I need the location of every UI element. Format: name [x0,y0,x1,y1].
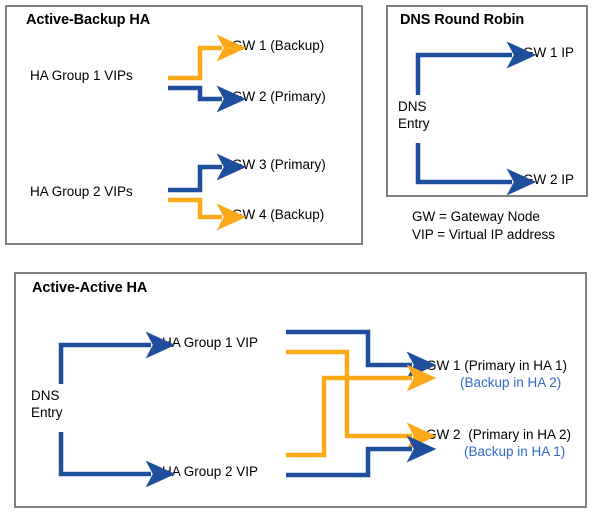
label-dns-entry-rr-line1: DNS [398,99,427,114]
gw-2-primary-text: (Primary in HA 2) [468,427,572,442]
label-ha-group-2-vips: HA Group 2 VIPs [30,184,133,199]
label-dns-entry-rr-line2: Entry [398,116,430,131]
panel-title-dns-round-robin: DNS Round Robin [400,12,525,28]
label-gw-3-primary: GW 3 (Primary) [232,157,326,172]
label-ha-group-1-vip: HA Group 1 VIP [162,335,259,350]
label-dns-entry-rr: DNS Entry [398,98,430,132]
label-gw-1-ip: GW 1 IP [523,45,575,60]
legend-block: GW = Gateway Node VIP = Virtual IP addre… [412,208,555,244]
label-ha-group-2-vip: HA Group 2 VIP [162,464,259,479]
label-dns-entry-aa-line2: Entry [31,405,63,420]
label-gw-2-primary: GW 2 (Primary) [232,89,326,104]
legend-gw: GW = Gateway Node [412,209,540,224]
panel-title-active-active-ha: Active-Active HA [32,280,148,296]
gateway-2-description: GW 2 (Primary in HA 2) (Backup in HA 1) [426,426,571,460]
gateway-1-description: GW 1 (Primary in HA 1) (Backup in HA 2) [426,357,567,391]
gw-2-name: GW 2 [426,427,461,442]
gw-1-name: GW 1 [426,358,461,373]
gw-2-backup-text: (Backup in HA 1) [464,444,566,459]
legend-vip: VIP = Virtual IP address [412,227,555,242]
label-dns-entry-aa-line1: DNS [31,388,60,403]
label-gw-2-ip: GW 2 IP [523,172,575,187]
panel-title-active-backup-ha: Active-Backup HA [26,12,151,28]
label-ha-group-1-vips: HA Group 1 VIPs [30,68,133,83]
label-gw-1-backup: GW 1 (Backup) [232,38,325,53]
label-dns-entry-aa: DNS Entry [31,387,63,421]
gw-1-primary-text: (Primary in HA 1) [464,358,568,373]
label-gw-4-backup: GW 4 (Backup) [232,207,325,222]
gw-1-backup-text: (Backup in HA 2) [460,375,562,390]
